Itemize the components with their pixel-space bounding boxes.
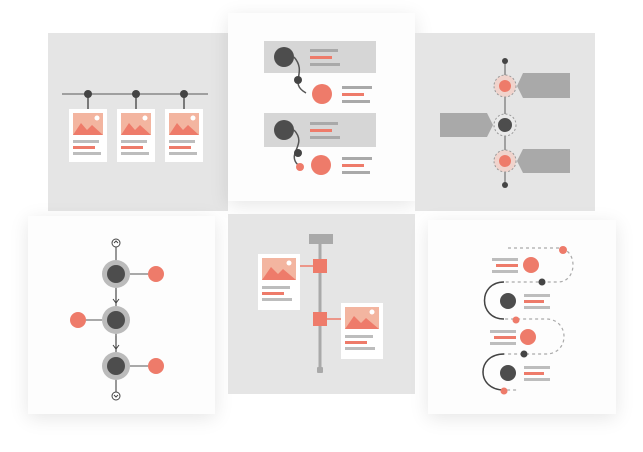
tile-zigzag-timeline-blocks[interactable]: [228, 13, 415, 201]
vertical-image-card-timeline-graphic: [258, 234, 383, 373]
timeline-card-1: [69, 90, 107, 162]
tile-vertical-timeline-callouts[interactable]: [415, 33, 595, 211]
tile-vertical-timeline-image-cards[interactable]: [228, 214, 415, 394]
horizontal-timeline-graphic: [62, 90, 208, 162]
timeline-card-2: [117, 90, 155, 162]
vertical-callout-timeline-graphic: [440, 58, 570, 188]
vertical-node-timeline-graphic: [70, 238, 164, 401]
tile-serpentine-timeline[interactable]: [428, 220, 616, 414]
tile-vertical-node-timeline[interactable]: [28, 216, 215, 414]
zigzag-timeline-graphic: [264, 41, 376, 175]
tile-horizontal-timeline-cards[interactable]: [48, 33, 228, 211]
serpentine-timeline-graphic: [482, 246, 574, 395]
timeline-card-3: [165, 90, 203, 162]
